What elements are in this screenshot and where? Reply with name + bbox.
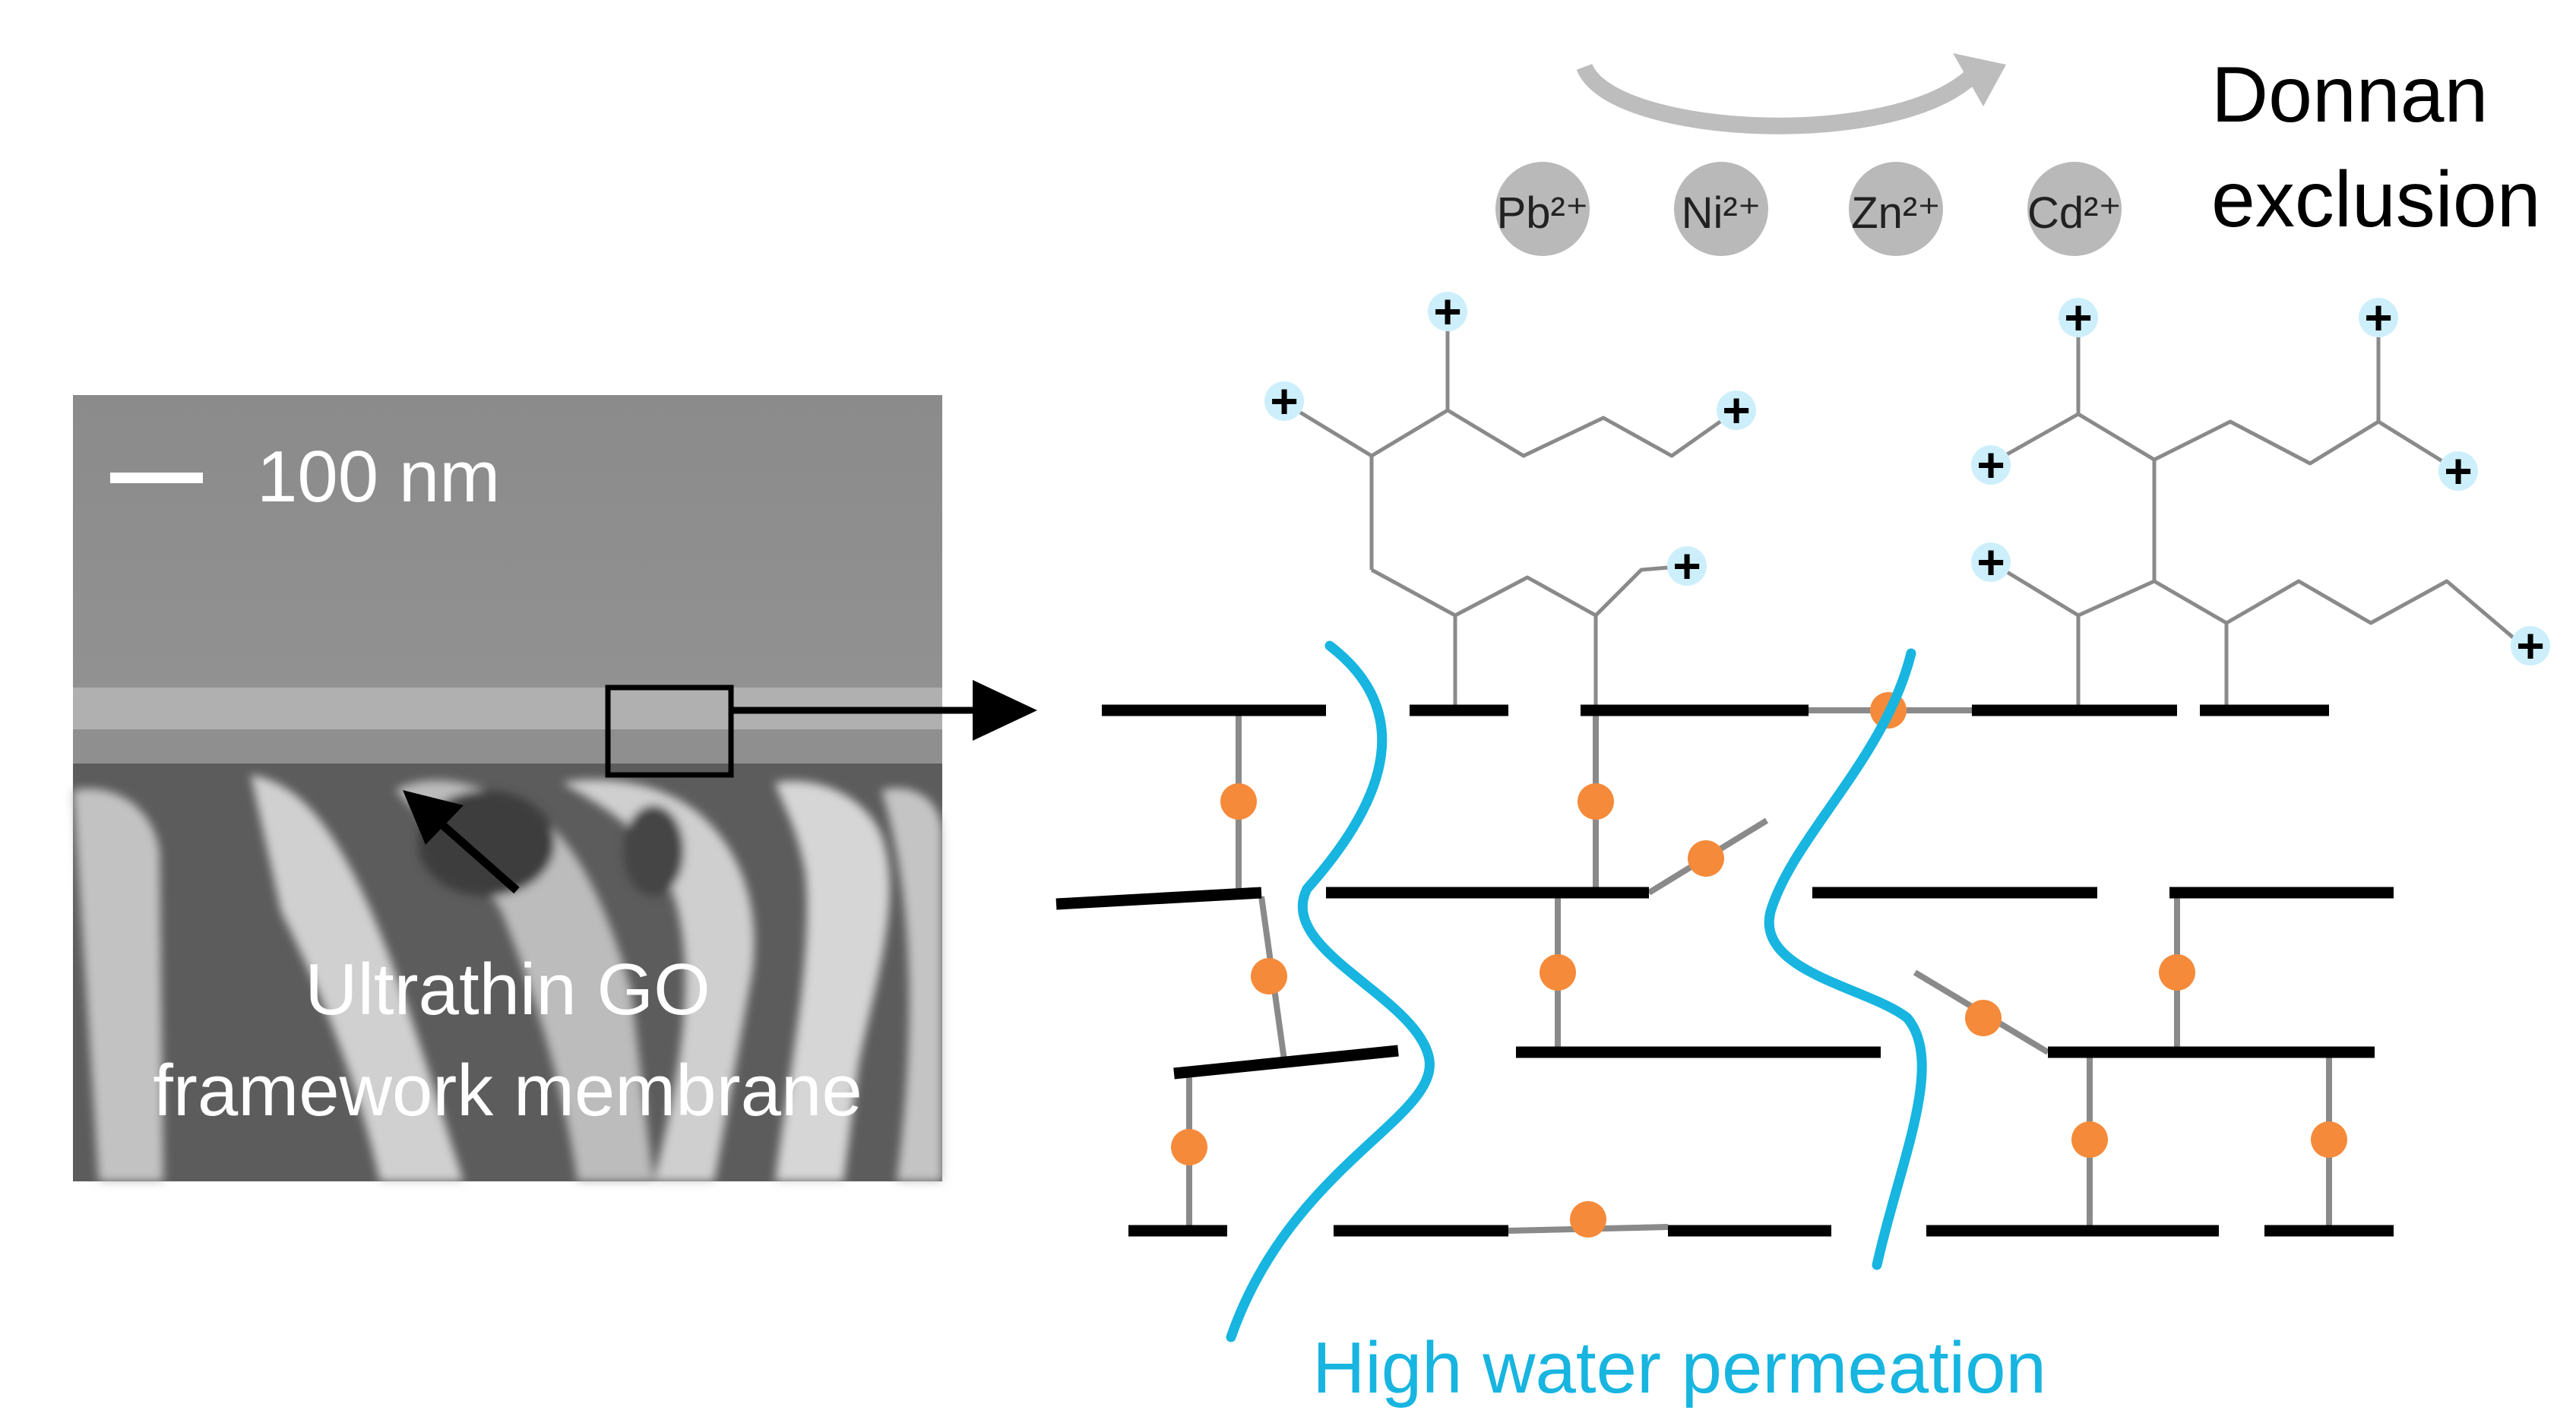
donnan-label-line2: exclusion	[2211, 156, 2541, 244]
zoom-arrow	[731, 680, 1037, 741]
polyelectrolyte-chains	[1283, 319, 2524, 710]
charge-halo	[2438, 451, 2478, 491]
crosslinker-bead	[1965, 1000, 2002, 1036]
ion-circle	[2027, 162, 2122, 256]
ion-label: Pb²⁺	[1497, 188, 1589, 238]
positive-charge: +	[1433, 284, 1461, 339]
membrane-pointer-arrow	[403, 790, 520, 894]
ion-label: Ni²⁺	[1682, 188, 1761, 238]
positive-charge: +	[1673, 539, 1701, 593]
positive-charge: +	[1976, 438, 2005, 492]
donnan-label-line1: Donnan	[2211, 51, 2488, 139]
crosslinker-bead	[1688, 840, 1724, 877]
charge-halo	[2359, 298, 2398, 337]
positive-charge: +	[2516, 618, 2544, 673]
crosslinker-bead	[1251, 958, 1287, 994]
crosslinker-beads	[1171, 692, 2347, 1238]
scale-bar	[110, 473, 203, 483]
caption-line2: framework membrane	[153, 1050, 862, 1131]
charge-halo	[1717, 390, 1756, 430]
sem-micrograph: 100 nm Ultrathin GO framework membrane	[73, 395, 942, 1181]
crosslinker-bead	[1171, 1129, 1207, 1165]
positive-charge-groups: + + + + + + + + + +	[1264, 284, 2550, 673]
ion-row: Pb²⁺ Ni²⁺ Zn²⁺ Cd²⁺	[1495, 162, 2122, 256]
charge-halo	[1971, 542, 2011, 582]
zoom-selection-box	[605, 685, 734, 778]
water-channel-right	[1764, 648, 1927, 1270]
go-nanosheets	[1055, 704, 2394, 1237]
donnan-exclusion-arrow	[1576, 53, 2006, 134]
ion-circle	[1849, 162, 1943, 256]
go-sheet	[1055, 887, 1262, 910]
charge-halo	[1667, 546, 1707, 586]
crosslinker-bead	[2071, 1121, 2108, 1158]
crosslinker-bead	[1578, 783, 1614, 820]
positive-charge: +	[1722, 383, 1750, 438]
crosslinker-bead	[2159, 954, 2195, 991]
crosslinker-bead	[1220, 783, 1257, 820]
positive-charge: +	[2364, 290, 2392, 345]
water-channel-left	[1226, 640, 1435, 1342]
charge-halo	[1971, 445, 2011, 485]
crosslinker-bead	[1570, 1201, 1606, 1238]
charge-halo	[1428, 292, 1467, 331]
support-pore-walls	[73, 775, 942, 1181]
scale-bar-label: 100 nm	[257, 436, 500, 517]
positive-charge: +	[2444, 444, 2472, 498]
charge-halo	[1264, 381, 1304, 421]
crosslinker-bead	[2311, 1121, 2347, 1158]
charge-halo	[2059, 298, 2098, 337]
positive-charge: +	[1976, 535, 2005, 590]
charge-halo	[2511, 626, 2550, 666]
go-sheet	[1173, 1045, 1399, 1080]
ion-circle	[1495, 162, 1590, 256]
positive-charge: +	[2064, 290, 2092, 345]
ion-circle	[1674, 162, 1768, 256]
positive-charge: +	[1270, 374, 1298, 428]
crosslinker-bead	[1540, 954, 1576, 991]
ion-label: Cd²⁺	[2027, 188, 2122, 238]
caption-line1: Ultrathin GO	[305, 949, 710, 1030]
water-permeation-label: High water permeation	[1312, 1327, 2046, 1409]
ion-label: Zn²⁺	[1851, 188, 1941, 238]
water-channels	[1226, 640, 1927, 1342]
